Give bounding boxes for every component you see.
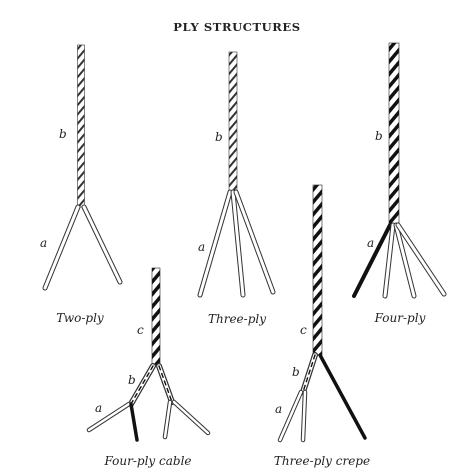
plied-branch: [300, 352, 318, 395]
label-c: c: [300, 323, 307, 337]
untwisted-strands: [352, 222, 447, 299]
twisted-yarn: [77, 44, 85, 208]
figure-title: PLY STRUCTURES: [173, 20, 300, 34]
caption-three-ply-crepe: Three-ply crepe: [274, 454, 370, 468]
label-a: a: [95, 401, 102, 415]
label-c: c: [137, 323, 144, 337]
label-a: a: [198, 240, 205, 254]
twisted-yarn: [228, 51, 238, 193]
label-a: a: [367, 236, 374, 250]
single-strands: [277, 353, 367, 443]
crepe-yarn: [312, 184, 323, 356]
cabled-yarn: [151, 267, 161, 367]
three-ply-diagram: b a Three-ply: [197, 51, 276, 326]
label-b: b: [59, 127, 67, 141]
label-b: b: [292, 365, 300, 379]
label-b: b: [215, 130, 223, 144]
caption-four-ply-cable: Four-ply cable: [103, 454, 191, 468]
caption-four-ply: Four-ply: [374, 311, 426, 325]
caption-three-ply: Three-ply: [208, 312, 266, 326]
four-ply-diagram: b a Four-ply: [352, 42, 447, 325]
two-ply-diagram: b a Two-ply: [40, 44, 123, 325]
label-a: a: [40, 236, 47, 250]
three-ply-crepe-diagram: c b a Three-ply crepe: [274, 184, 370, 468]
untwisted-strands: [42, 204, 123, 291]
label-b: b: [128, 373, 136, 387]
two-ply-branches: [128, 363, 175, 407]
four-ply-cable-diagram: c b a Four-ply cable: [86, 267, 211, 468]
label-a: a: [275, 402, 282, 416]
label-b: b: [375, 129, 383, 143]
single-strands: [86, 399, 211, 442]
twisted-yarn: [388, 42, 400, 226]
untwisted-strands: [197, 189, 276, 298]
caption-two-ply: Two-ply: [56, 311, 104, 325]
